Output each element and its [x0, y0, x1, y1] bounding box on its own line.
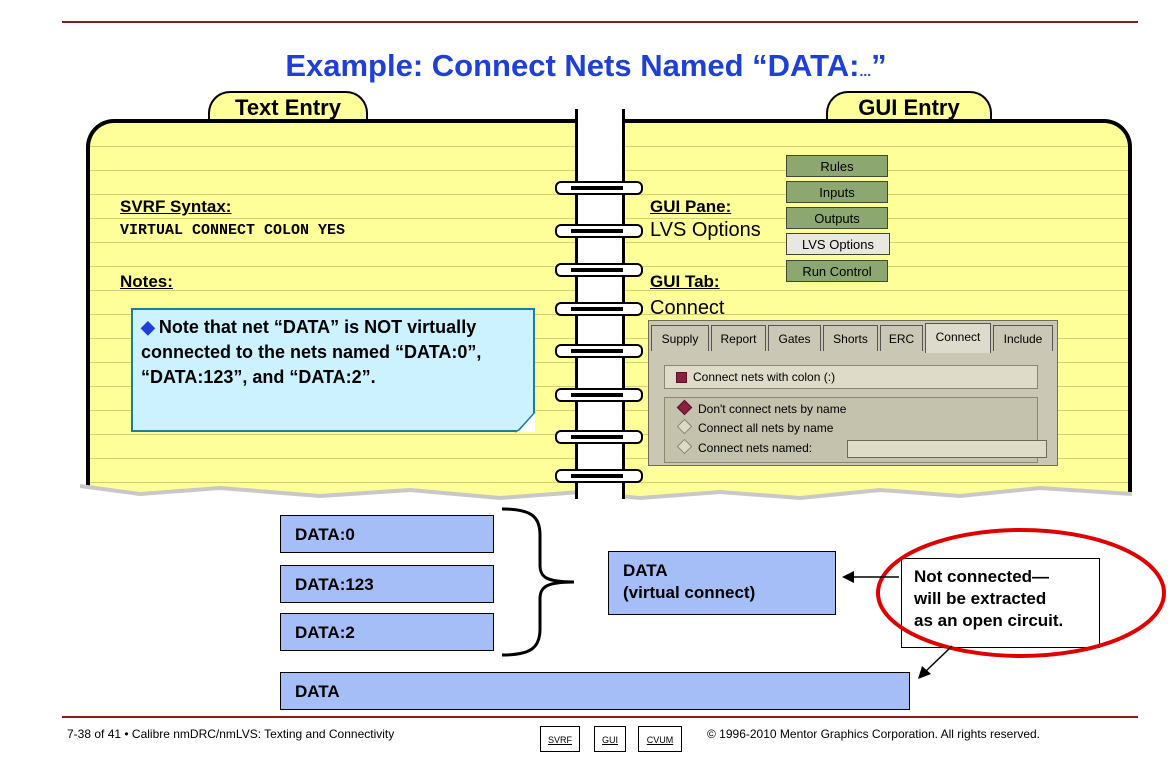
lvs-options-panel: Supply Report Gates Shorts ERC Connect I… — [648, 320, 1058, 466]
tab-report[interactable]: Report — [711, 325, 766, 351]
cvum-button[interactable]: CVUM — [638, 726, 682, 752]
gui-button-outputs[interactable]: Outputs — [786, 207, 888, 229]
tab-gui-entry: GUI Entry — [826, 91, 992, 123]
virtual-connect-label: DATA — [623, 561, 668, 580]
tab-erc[interactable]: ERC — [880, 325, 923, 351]
binder-ring — [555, 263, 643, 277]
gui-tab-value: Connect — [650, 297, 725, 319]
bullet-diamond-icon: ◆ — [141, 317, 155, 337]
note-fold-corner — [515, 412, 536, 433]
connect-colon-checkbox[interactable]: Connect nets with colon (:) — [664, 365, 1038, 389]
tab-gates[interactable]: Gates — [768, 325, 821, 351]
binder-ring — [555, 430, 643, 444]
bottom-rule — [62, 716, 1138, 718]
binder-ring — [555, 388, 643, 402]
net-box-data: DATA — [280, 672, 910, 710]
svrf-button[interactable]: SVRF — [540, 726, 580, 752]
virtual-connect-box: DATA (virtual connect) — [608, 551, 836, 615]
svrf-code: VIRTUAL CONNECT COLON YES — [120, 222, 346, 239]
radio-connect-named[interactable]: Connect nets named: — [676, 438, 812, 455]
arrow-to-data — [925, 645, 953, 672]
top-rule — [62, 21, 1138, 23]
radio-connect-all[interactable]: Connect all nets by name — [676, 418, 833, 435]
radio-dont-connect[interactable]: Don't connect nets by name — [676, 399, 846, 416]
gui-pane-heading: GUI Pane: — [650, 197, 732, 216]
highlight-ellipse — [876, 528, 1166, 658]
connect-by-name-radio-group: Don't connect nets by name Connect all n… — [664, 397, 1047, 463]
gui-pane-value: LVS Options — [650, 219, 761, 241]
binder-ring — [555, 181, 643, 195]
footer-copyright: © 1996-2010 Mentor Graphics Corporation.… — [707, 727, 1041, 741]
tab-text-entry: Text Entry — [208, 91, 368, 123]
note-text: Note that net “DATA” is NOT virtually co… — [141, 317, 482, 387]
notes-heading: Notes: — [120, 272, 173, 291]
binder-ring — [555, 344, 643, 358]
tab-supply[interactable]: Supply — [651, 325, 709, 351]
net-box-data-123: DATA:123 — [280, 565, 494, 603]
gui-button-lvs-options[interactable]: LVS Options — [786, 233, 890, 255]
gui-button[interactable]: GUI — [594, 726, 626, 752]
arrowhead-icon — [842, 571, 854, 583]
tab-shorts[interactable]: Shorts — [823, 325, 878, 351]
virtual-connect-sublabel: (virtual connect) — [623, 583, 756, 602]
binder-ring — [555, 224, 643, 238]
gui-tab-heading: GUI Tab: — [650, 272, 720, 291]
curly-brace — [501, 507, 575, 657]
checkbox-checked-icon — [676, 372, 687, 383]
arrowhead-icon — [918, 666, 931, 679]
net-box-data-0: DATA:0 — [280, 515, 494, 553]
note-box: ◆Note that net “DATA” is NOT virtually c… — [131, 308, 535, 432]
svrf-syntax-heading: SVRF Syntax: — [120, 197, 232, 216]
gui-button-run-control[interactable]: Run Control — [786, 260, 888, 282]
gui-button-rules[interactable]: Rules — [786, 155, 888, 177]
open-circuit-callout: Not connected— will be extracted as an o… — [901, 558, 1100, 648]
tab-connect[interactable]: Connect — [925, 323, 991, 353]
binder-ring — [555, 302, 643, 316]
tab-include[interactable]: Include — [993, 325, 1053, 351]
connect-nets-named-input[interactable] — [847, 440, 1047, 458]
gui-button-inputs[interactable]: Inputs — [786, 181, 888, 203]
checkbox-label: Connect nets with colon (:) — [693, 370, 836, 384]
page-title: Example: Connect Nets Named “DATA:...” — [285, 48, 887, 83]
binder-ring — [555, 469, 643, 483]
net-box-data-2: DATA:2 — [280, 613, 494, 651]
footer-page-info: 7-38 of 41 • Calibre nmDRC/nmLVS: Textin… — [67, 727, 395, 741]
